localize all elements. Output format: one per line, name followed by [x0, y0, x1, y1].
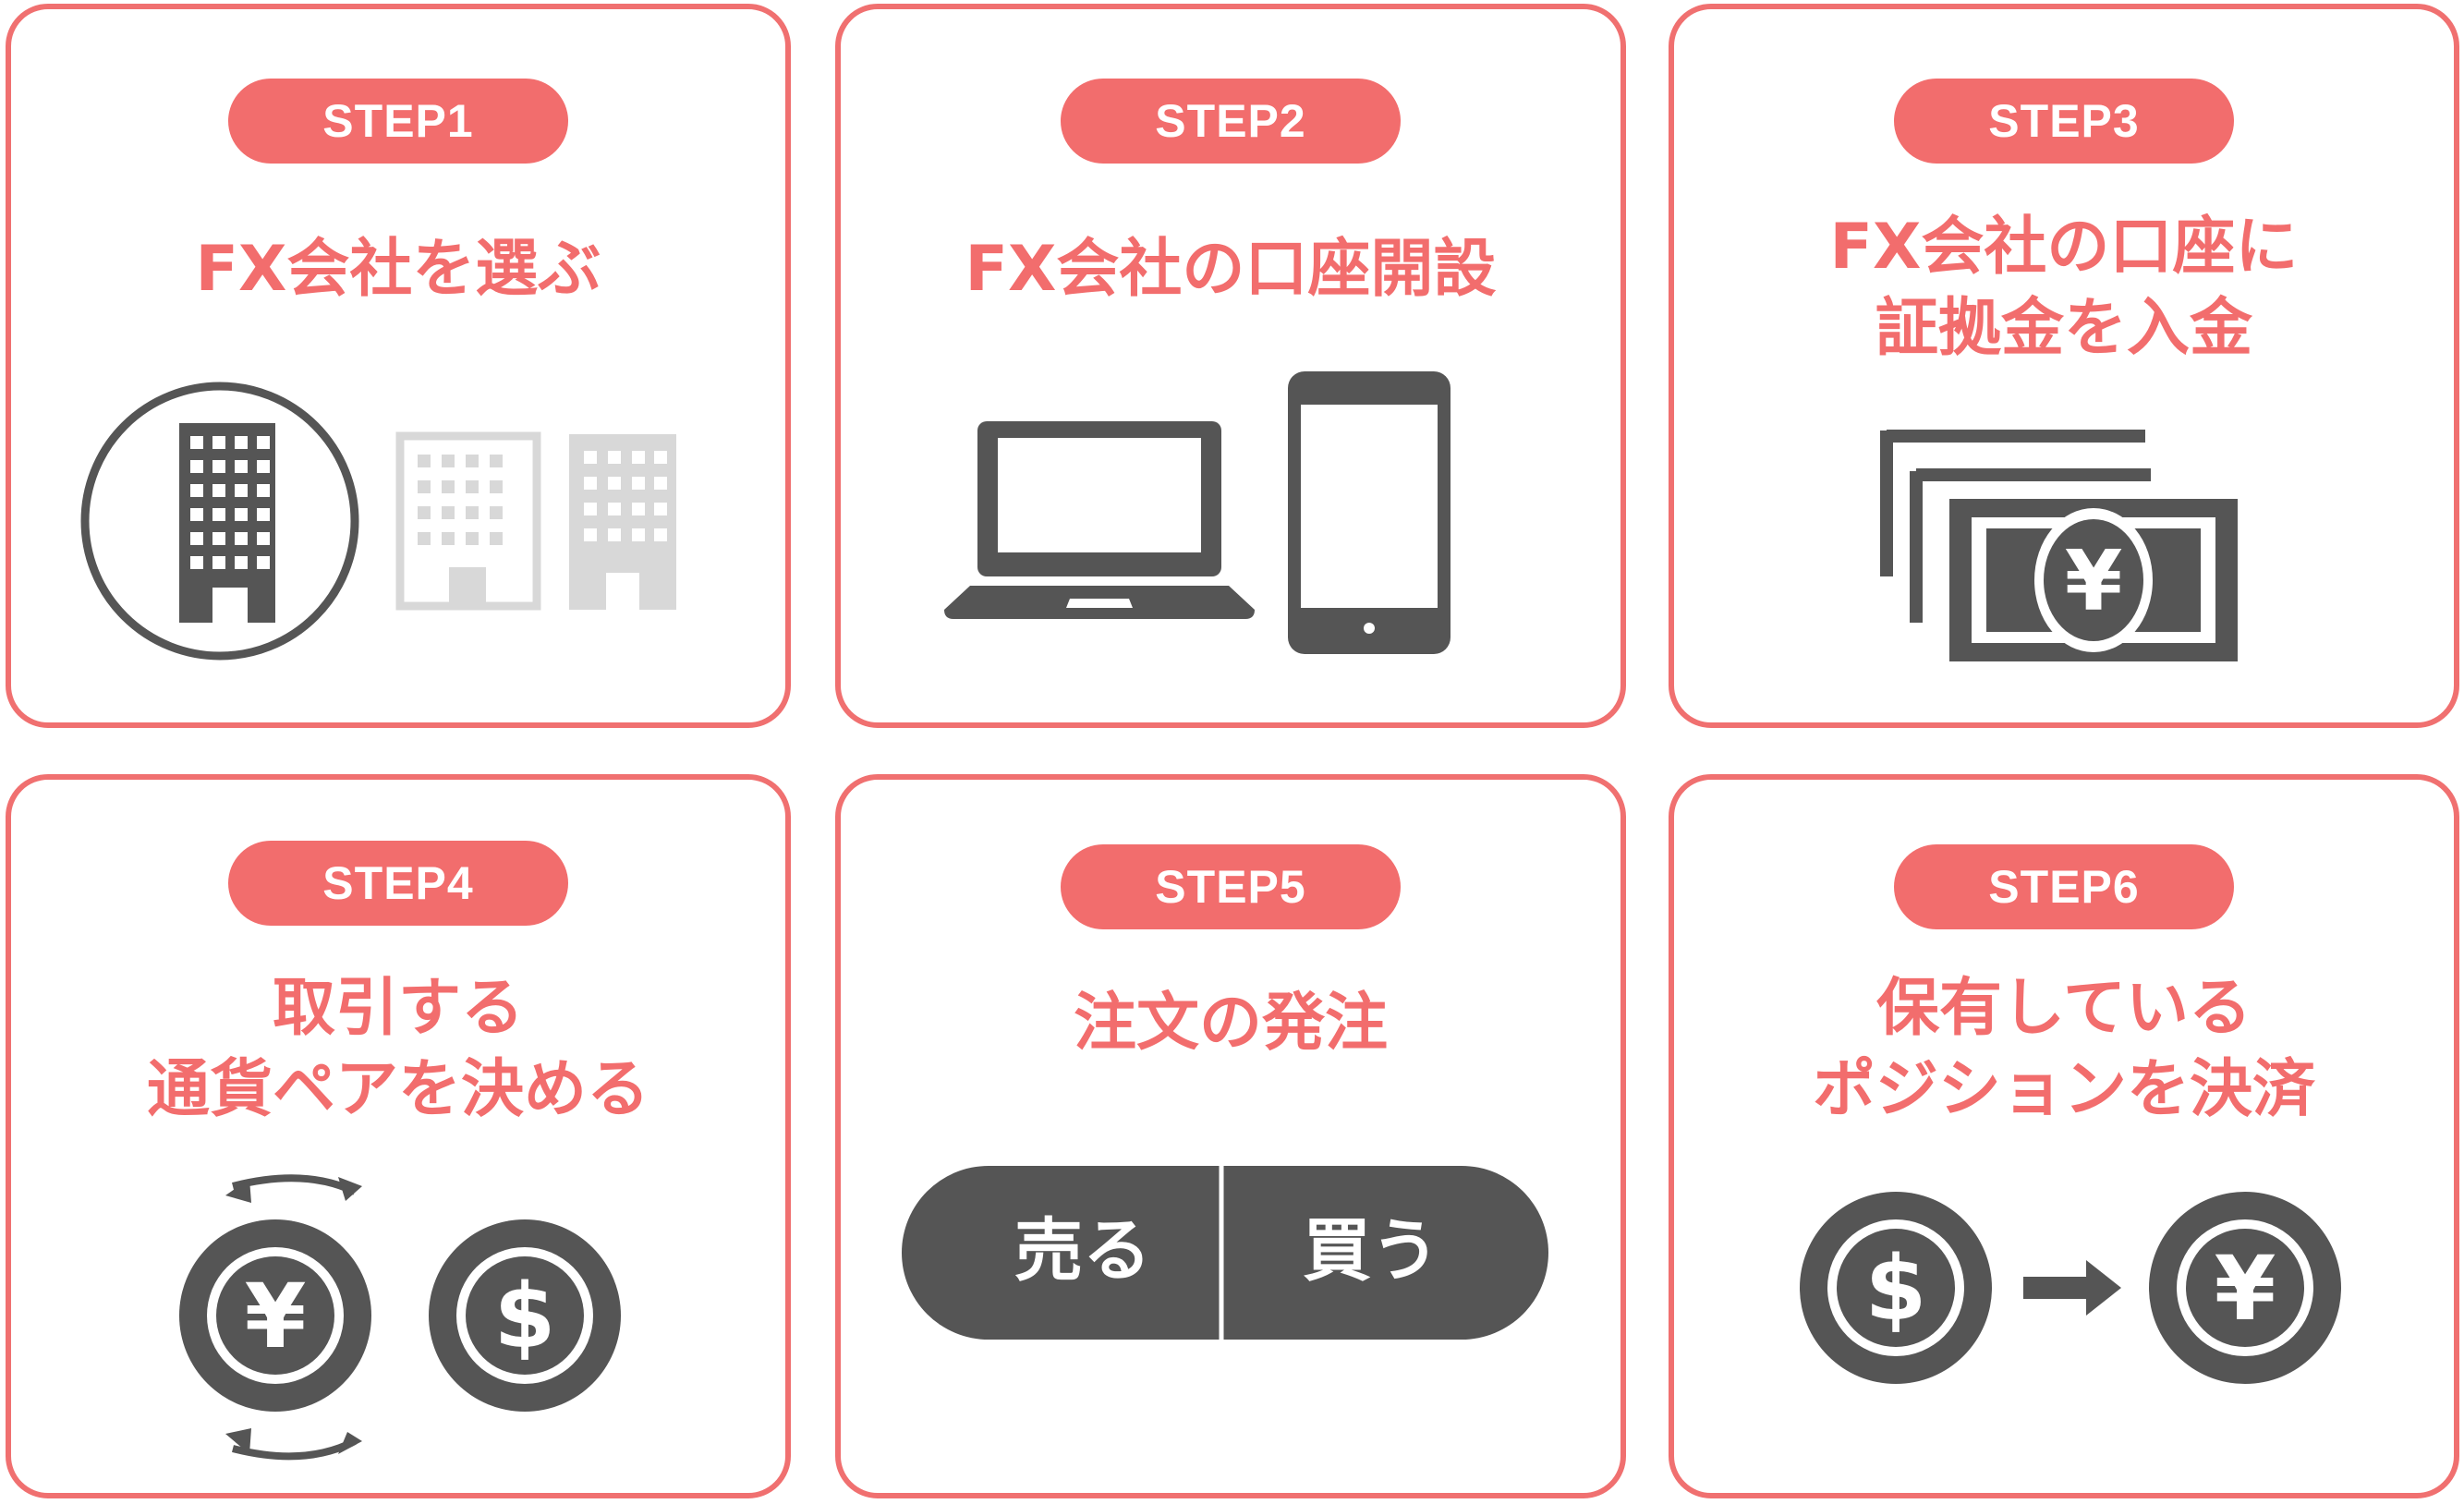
step-badge: STEP6 — [1894, 844, 2234, 929]
step-card-4: STEP4 取引する 通貨ペアを決める ¥ $ — [6, 774, 791, 1498]
step-badge: STEP5 — [1061, 844, 1401, 929]
step-badge: STEP2 — [1061, 79, 1401, 164]
step-card-6: STEP6 保有している ポジションを決済 $ ¥ — [1669, 774, 2459, 1498]
sell-button[interactable]: 売る — [1014, 1211, 1151, 1291]
step-card-1: STEP1 FX会社を選ぶ — [6, 4, 791, 728]
step-card-3: STEP3 FX会社の口座に 証拠金を入金 ¥ — [1669, 4, 2459, 728]
step-title: FX会社を選ぶ — [11, 229, 785, 310]
step-title: 取引する 通貨ペアを決める — [11, 968, 785, 1131]
step-badge: STEP1 — [228, 79, 568, 164]
step-card-2: STEP2 FX会社の口座開設 — [835, 4, 1626, 728]
step-title-line: 取引する — [272, 972, 524, 1045]
coin-symbol: $ — [494, 1265, 556, 1368]
step-badge: STEP4 — [228, 841, 568, 926]
order-buttons-icon — [902, 1166, 1548, 1340]
step-card-5: STEP5 注文の発注 売る 買う — [835, 774, 1626, 1498]
step-title: FX会社の口座開設 — [841, 229, 1620, 310]
building-selection-icon — [80, 382, 676, 661]
coin-symbol: $ — [1865, 1237, 1927, 1340]
step-title-line: 保有している — [1876, 972, 2252, 1045]
step-title-line: FX会社の口座開設 — [965, 233, 1497, 306]
settlement-icon: $ ¥ — [1800, 1192, 2341, 1384]
coin-symbol: ¥ — [2215, 1237, 2276, 1340]
step-title-line: FX会社を選ぶ — [195, 233, 601, 306]
step-title-line: 注文の発注 — [1073, 987, 1388, 1060]
laptop-smartphone-icon — [944, 371, 1450, 654]
svg-text:¥: ¥ — [2065, 533, 2123, 630]
yen-banknotes-icon: ¥ — [1880, 430, 2238, 661]
buy-button[interactable]: 買う — [1303, 1211, 1439, 1291]
step-title-line: 証拠金を入金 — [1875, 292, 2252, 365]
step-title-line: FX会社の口座に — [1829, 211, 2299, 284]
currency-exchange-icon: ¥ $ — [179, 1174, 621, 1461]
step-title: 注文の発注 — [841, 983, 1620, 1064]
coin-symbol: ¥ — [245, 1265, 307, 1368]
step-badge: STEP3 — [1894, 79, 2234, 164]
step-title-line: ポジションを決済 — [1812, 1053, 2315, 1126]
step-title: FX会社の口座に 証拠金を入金 — [1674, 207, 2454, 370]
step-title-line: 通貨ペアを決める — [146, 1053, 649, 1126]
step-title: 保有している ポジションを決済 — [1674, 968, 2454, 1131]
